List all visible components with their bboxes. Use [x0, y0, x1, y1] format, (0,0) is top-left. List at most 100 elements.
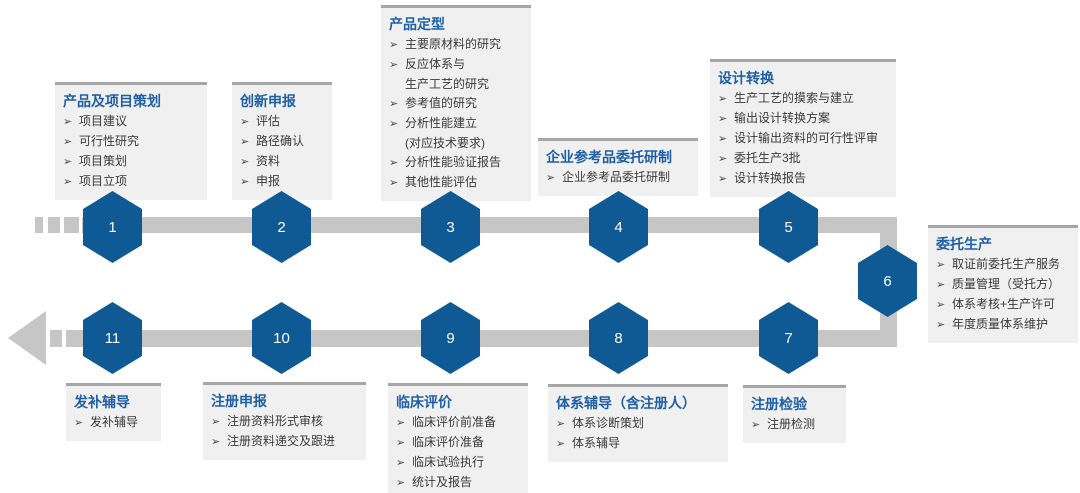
stage-item-text: 参考值的研究	[405, 96, 478, 110]
stage-item-list: ➢ 体系诊断策划 ➢ 体系辅导	[556, 414, 720, 454]
stage-item-text: 评估	[256, 114, 281, 128]
stage-item: ➢设计转换报告	[718, 169, 888, 189]
arrow-bullet-icon: ➢	[556, 438, 566, 450]
hex-step-8: 8	[589, 302, 648, 374]
stage-item-list: ➢主要原材料的研究➢反应体系与生产工艺的研究➢参考值的研究➢分析性能建立(对应技…	[389, 35, 523, 193]
stage-item: ➢生产工艺的摸索与建立	[718, 89, 888, 109]
arrow-bullet-icon: ➢	[389, 39, 399, 51]
hex-step-9: 9	[421, 302, 480, 374]
arrow-bullet-icon: ➢	[211, 436, 221, 448]
stage-item: ➢ 企业参考品委托研制	[546, 168, 690, 188]
stage-item-list: ➢项目建议➢可行性研究➢项目策划➢项目立项	[63, 112, 199, 192]
stage-item: ➢取证前委托生产服务	[936, 255, 1070, 275]
arrow-bullet-icon: ➢	[751, 419, 761, 431]
hex-step-6: 6	[858, 245, 917, 317]
arrow-bullet-icon: ➢	[396, 457, 406, 469]
hex-step-5: 5	[759, 191, 818, 263]
stage-box-7: 注册检验 ➢注册检测	[743, 385, 846, 443]
arrow-bullet-icon: ➢	[240, 156, 250, 168]
stage-item-text: 企业参考品委托研制	[562, 170, 671, 184]
stage-item-text: 体系辅导	[572, 436, 621, 450]
stage-item: ➢注册资料形式审核	[211, 412, 358, 432]
left-arrow-icon	[8, 311, 46, 365]
stage-box-10: 注册申报➢注册资料形式审核➢注册资料递交及跟进	[203, 382, 366, 460]
stage-item: ➢ 申报	[240, 172, 324, 192]
stage-item: ➢反应体系与生产工艺的研究	[389, 55, 523, 94]
arrow-bullet-icon: ➢	[389, 59, 399, 71]
stage-item-text: 发补辅导	[90, 415, 139, 429]
arrow-bullet-icon: ➢	[546, 172, 556, 184]
hex-step-4: 4	[589, 191, 648, 263]
stage-box-3: 产品定型➢主要原材料的研究➢反应体系与生产工艺的研究➢参考值的研究➢分析性能建立…	[381, 5, 531, 201]
stage-item-text: 设计输出资料的可行性评审	[734, 131, 879, 145]
stage-item-text: 年度质量体系维护	[952, 317, 1049, 331]
stage-item-text: 临床试验执行	[412, 455, 485, 469]
flow-band-dash	[64, 217, 79, 233]
hex-step-10: 10	[252, 302, 311, 374]
stage-item: ➢ 参考值的研究	[389, 94, 523, 114]
stage-item-text: 申报	[256, 174, 281, 188]
stage-item: ➢资料	[240, 152, 324, 172]
step-number: 5	[784, 218, 793, 236]
stage-item-text: 分析性能验证报告	[405, 155, 502, 169]
stage-title: 注册检验	[751, 396, 807, 412]
stage-box-1: 产品及项目策划➢项目建议➢可行性研究➢项目策划➢项目立项	[55, 82, 207, 200]
arrow-bullet-icon: ➢	[396, 417, 406, 429]
stage-item: ➢设计输出资料的可行性评审	[718, 129, 888, 149]
stage-item-list: ➢ 企业参考品委托研制	[546, 168, 690, 188]
stage-item: ➢注册资料递交及跟进	[211, 432, 358, 452]
stage-item-text: 委托生产3批	[734, 151, 801, 165]
arrow-bullet-icon: ➢	[936, 279, 946, 291]
stage-title: 临床评价	[396, 394, 452, 410]
stage-item: ➢发补辅导	[74, 413, 153, 433]
arrow-bullet-icon: ➢	[556, 418, 566, 430]
stage-item: ➢ 年度质量体系维护	[936, 315, 1070, 335]
step-number: 1	[108, 218, 117, 236]
stage-item: ➢ 分析性能验证报告	[389, 153, 523, 173]
stage-item-text: 设计转换报告	[734, 171, 807, 185]
stage-box-2: 创新申报➢评估➢路径确认➢资料➢申报	[232, 82, 332, 200]
arrow-bullet-icon: ➢	[240, 116, 250, 128]
stage-item-text: 临床评价前准备	[412, 415, 497, 429]
step-number: 11	[104, 329, 121, 347]
step-number: 8	[614, 329, 623, 347]
arrow-bullet-icon: ➢	[63, 136, 73, 148]
stage-item: ➢分析性能建立(对应技术要求)	[389, 114, 523, 153]
stage-item-text: 项目立项	[79, 174, 128, 188]
stage-box-6: 委托生产➢取证前委托生产服务➢质量管理（受托方）➢体系考核+生产许可➢年度质量体…	[928, 225, 1078, 343]
stage-item: ➢ 项目策划	[63, 152, 199, 172]
stage-item-text-continuation: 生产工艺的研究	[405, 77, 490, 91]
stage-item: ➢ 临床评价前准备	[396, 413, 520, 433]
arrow-bullet-icon: ➢	[389, 98, 399, 110]
hex-step-2: 2	[252, 191, 311, 263]
arrow-bullet-icon: ➢	[396, 437, 406, 449]
stage-item: ➢主要原材料的研究	[389, 35, 523, 55]
stage-item: ➢可行性研究	[63, 132, 199, 152]
stage-title: 企业参考品委托研制	[546, 149, 672, 165]
arrow-bullet-icon: ➢	[389, 157, 399, 169]
stage-item: ➢注册检测	[751, 415, 838, 435]
hex-step-3: 3	[421, 191, 480, 263]
stage-item-text: 项目策划	[79, 154, 128, 168]
arrow-bullet-icon: ➢	[718, 113, 728, 125]
arrow-bullet-icon: ➢	[63, 156, 73, 168]
stage-item-text: 体系诊断策划	[572, 416, 645, 430]
stage-item-text: 其他性能评估	[405, 175, 478, 189]
stage-item-text-continuation: (对应技术要求)	[405, 136, 485, 150]
stage-box-9: 临床评价➢临床评价前准备➢临床评价准备➢临床试验执行➢统计及报告	[388, 383, 528, 493]
stage-box-11: 发补辅导➢发补辅导	[66, 383, 161, 441]
stage-item-text: 临床评价准备	[412, 435, 485, 449]
arrow-bullet-icon: ➢	[240, 176, 250, 188]
stage-item-list: ➢临床评价前准备➢临床评价准备➢临床试验执行➢统计及报告	[396, 413, 520, 493]
step-number: 4	[614, 218, 623, 236]
stage-box-8: 体系辅导（含注册人）➢体系诊断策划➢体系辅导	[548, 384, 728, 462]
arrow-bullet-icon: ➢	[936, 319, 946, 331]
arrow-bullet-icon: ➢	[63, 116, 73, 128]
arrow-bullet-icon: ➢	[63, 176, 73, 188]
stage-item-text: 生产工艺的摸索与建立	[734, 91, 855, 105]
stage-item: ➢ 临床评价准备	[396, 433, 520, 453]
stage-title: 委托生产	[936, 236, 992, 252]
stage-box-4: 企业参考品委托研制 ➢ 企业参考品委托研制	[538, 138, 698, 196]
arrow-bullet-icon: ➢	[718, 153, 728, 165]
stage-item: ➢其他性能评估	[389, 173, 523, 193]
